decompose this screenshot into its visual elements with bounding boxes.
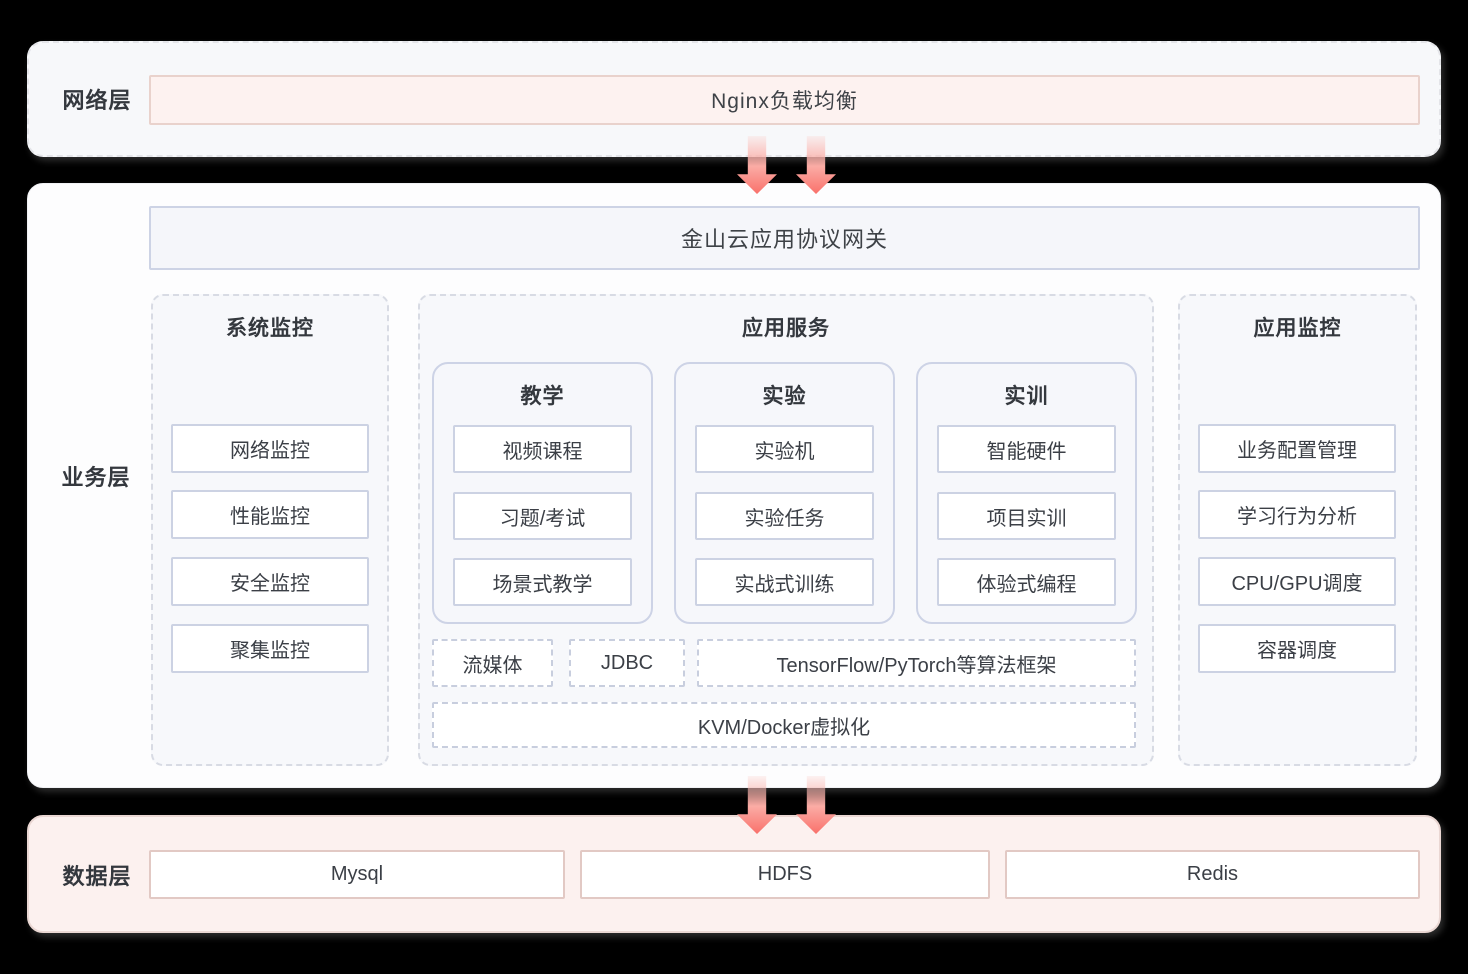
app-service-section: 应用服务 教学 视频课程 习题/考试 场景式教学 实验 实验机 实验任务 实战式…: [418, 294, 1154, 766]
experiment-box: 实验任务: [695, 492, 874, 540]
experiment-card: 实验 实验机 实验任务 实战式训练: [674, 362, 895, 624]
teaching-box: 视频课程: [453, 425, 632, 473]
data-store-box: Mysql: [149, 850, 565, 899]
app-monitor-box: 业务配置管理: [1198, 424, 1396, 473]
app-monitor-box: 容器调度: [1198, 624, 1396, 673]
sys-monitor-box: 性能监控: [171, 490, 369, 539]
sys-monitor-box: 网络监控: [171, 424, 369, 473]
experiment-card-title: 实验: [762, 385, 807, 408]
gateway-box: 金山云应用协议网关: [149, 206, 1420, 270]
teaching-card: 教学 视频课程 习题/考试 场景式教学: [432, 362, 653, 624]
network-layer-panel: 网络层 Nginx负载均衡: [27, 41, 1441, 157]
business-layer-panel: 业务层 金山云应用协议网关 系统监控 网络监控 性能监控 安全监控 聚集监控 应…: [27, 183, 1441, 788]
sys-monitor-box: 安全监控: [171, 557, 369, 606]
experiment-box: 实战式训练: [695, 558, 874, 606]
business-layer-label: 业务层: [61, 465, 131, 490]
app-service-title: 应用服务: [742, 317, 830, 340]
data-store-box: Redis: [1005, 850, 1420, 899]
training-box: 智能硬件: [937, 425, 1116, 473]
training-box: 体验式编程: [937, 558, 1116, 606]
experiment-box: 实验机: [695, 425, 874, 473]
data-layer-panel: 数据层 Mysql HDFS Redis: [27, 815, 1441, 933]
sys-monitor-box: 聚集监控: [171, 624, 369, 673]
training-box: 项目实训: [937, 492, 1116, 540]
middleware-box: TensorFlow/PyTorch等算法框架: [697, 639, 1136, 687]
training-card-title: 实训: [1004, 385, 1049, 408]
app-monitor-box: 学习行为分析: [1198, 490, 1396, 539]
training-card: 实训 智能硬件 项目实训 体验式编程: [916, 362, 1137, 624]
app-monitor-title: 应用监控: [1253, 317, 1342, 340]
teaching-card-title: 教学: [520, 385, 565, 408]
app-monitor-section: 应用监控 业务配置管理 学习行为分析 CPU/GPU调度 容器调度: [1178, 294, 1417, 766]
teaching-box: 习题/考试: [453, 492, 632, 540]
middleware-box: JDBC: [569, 639, 685, 687]
app-monitor-box: CPU/GPU调度: [1198, 557, 1396, 606]
sys-monitor-title: 系统监控: [226, 317, 314, 340]
data-layer-label: 数据层: [62, 864, 132, 889]
network-layer-label: 网络层: [62, 88, 132, 113]
teaching-box: 场景式教学: [453, 558, 632, 606]
nginx-load-balancer-box: Nginx负载均衡: [149, 75, 1420, 125]
data-store-box: HDFS: [580, 850, 990, 899]
sys-monitor-section: 系统监控 网络监控 性能监控 安全监控 聚集监控: [151, 294, 389, 766]
middleware-box: 流媒体: [432, 639, 553, 687]
virtualization-box: KVM/Docker虚拟化: [432, 702, 1136, 748]
